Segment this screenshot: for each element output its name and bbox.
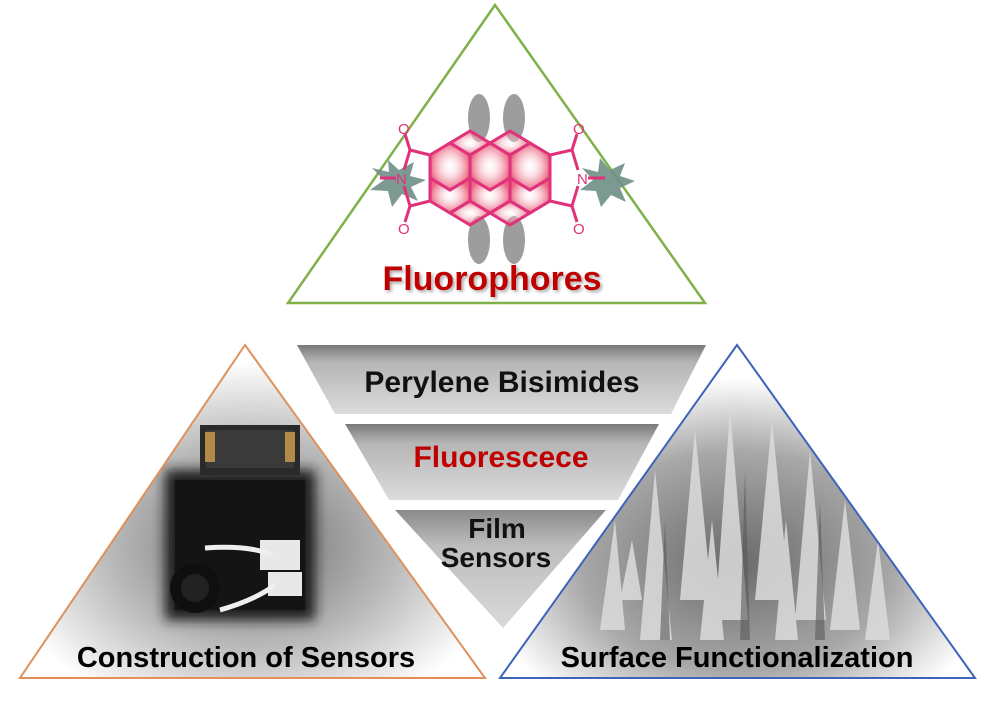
perylene-bisimides-label: Perylene Bisimides	[364, 366, 639, 399]
molecule-atom-labels: O O N O O N	[396, 121, 588, 238]
fluorescence-label: Fluorescece	[413, 441, 588, 474]
center-band-3-tip	[395, 510, 606, 628]
center-band-2	[345, 424, 659, 500]
nitrogen-label-left: N	[396, 171, 407, 188]
oxygen-label-top-left: O	[398, 121, 410, 138]
left-triangle	[18, 343, 487, 679]
construction-of-sensors-label: Construction of Sensors	[77, 642, 415, 674]
oxygen-label-bottom-left: O	[398, 221, 410, 238]
fluorophores-label: Fluorophores	[382, 260, 601, 298]
right-triangle	[498, 343, 977, 679]
center-band-1	[297, 345, 706, 414]
nitrogen-label-right: N	[577, 171, 588, 188]
left-star-burst	[370, 160, 426, 207]
sensors-label: Sensors	[441, 542, 552, 573]
orbital-lobes	[468, 94, 525, 264]
right-star-burst	[580, 158, 635, 207]
perylene-bisimide-structure	[380, 129, 605, 227]
oxygen-label-top-right: O	[573, 121, 585, 138]
oxygen-label-bottom-right: O	[573, 221, 585, 238]
nanostructure-texture	[600, 410, 890, 640]
surface-functionalization-label: Surface Functionalization	[561, 642, 914, 674]
film-label: Film	[468, 513, 526, 544]
